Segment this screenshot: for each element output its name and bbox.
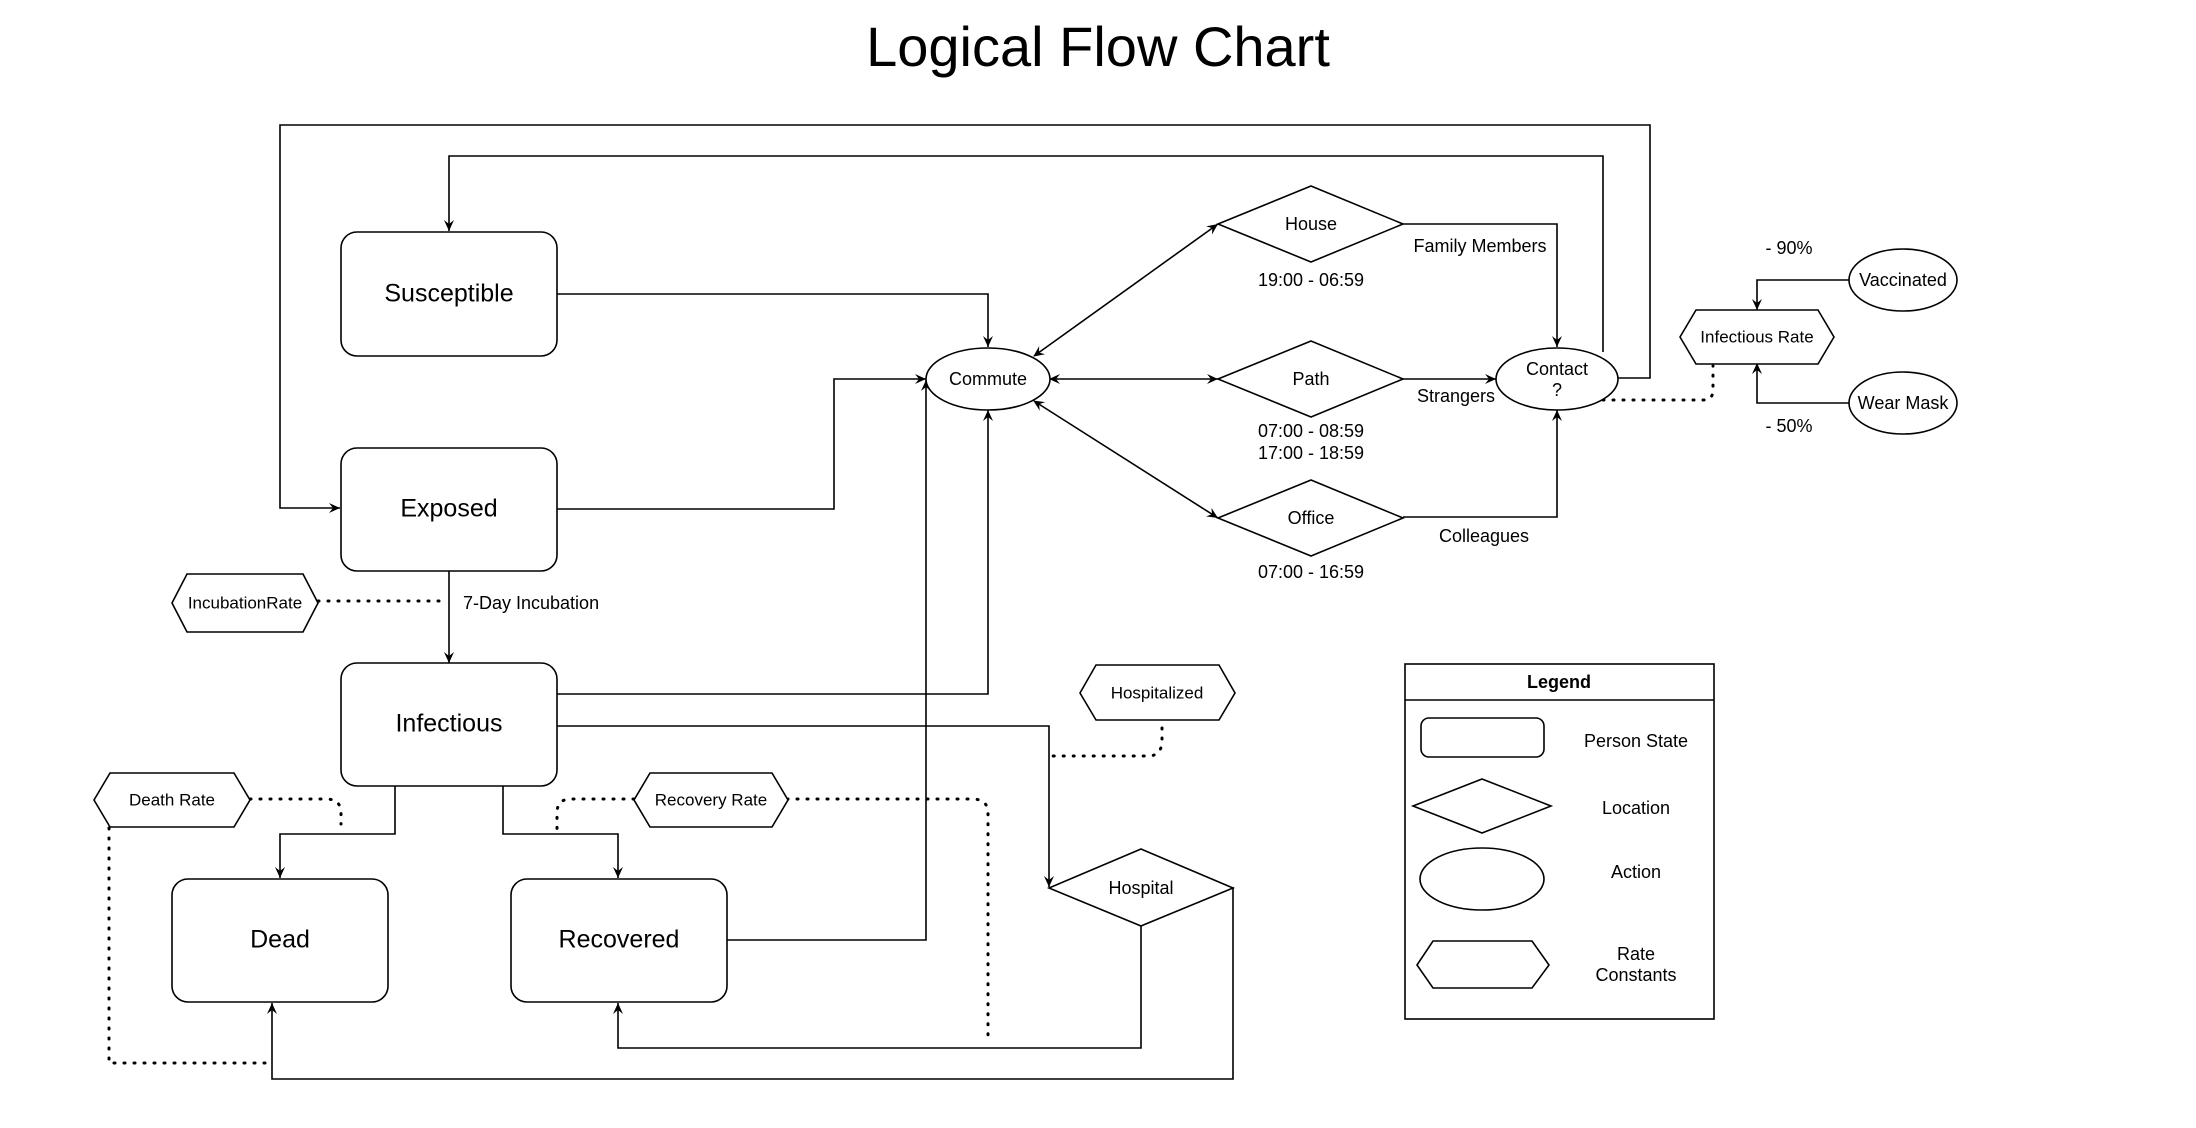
rate-infectious[interactable]: Infectious Rate xyxy=(1679,309,1835,365)
legend-person-state-label: Person State xyxy=(1584,731,1688,751)
rate-incubation[interactable]: IncubationRate xyxy=(171,573,319,633)
action-commute[interactable]: Commute xyxy=(925,347,1051,411)
rate-hospitalized[interactable]: Hospitalized xyxy=(1079,664,1236,721)
mask-effect-label: - 50% xyxy=(1765,416,1812,436)
action-contact-question: ? xyxy=(1552,380,1562,400)
state-susceptible[interactable]: Susceptible xyxy=(340,231,558,357)
path-time-label-2: 17:00 - 18:59 xyxy=(1258,443,1364,463)
action-wear-mask[interactable]: Wear Mask xyxy=(1848,371,1958,435)
dotted-recovery-rate-hospital xyxy=(785,797,990,1042)
state-recovered-label: Recovered xyxy=(559,926,680,954)
legend-rate-swatch xyxy=(1416,940,1550,989)
edge-commute-office xyxy=(1033,400,1219,519)
dotted-contact-rate xyxy=(1601,364,1715,402)
rate-recovery-label: Recovery Rate xyxy=(655,790,767,809)
location-path[interactable]: Path xyxy=(1215,340,1406,418)
state-infectious-label: Infectious xyxy=(395,710,502,738)
state-dead[interactable]: Dead xyxy=(171,878,389,1003)
edge-contact-to-exposed xyxy=(279,124,1651,513)
legend-action-swatch xyxy=(1419,847,1545,911)
rate-death[interactable]: Death Rate xyxy=(93,772,251,828)
edge-hospital-to-recovered xyxy=(613,926,1142,1049)
legend-person-state-swatch xyxy=(1420,717,1545,758)
incubation-period-label: 7-Day Incubation xyxy=(463,593,599,613)
dotted-death-rate-dead xyxy=(107,816,267,1065)
rate-incubation-label: IncubationRate xyxy=(188,593,302,612)
location-hospital[interactable]: Hospital xyxy=(1046,848,1236,927)
edge-exposed-to-commute xyxy=(557,374,926,510)
legend-location-label: Location xyxy=(1602,798,1670,818)
edge-contact-to-susceptible xyxy=(444,155,1604,352)
edge-infectious-to-recovered xyxy=(502,786,623,878)
dotted-recovery-rate xyxy=(555,797,636,836)
office-time-label: 07:00 - 16:59 xyxy=(1258,562,1364,582)
legend-rate-label-2: Constants xyxy=(1595,965,1676,985)
state-exposed[interactable]: Exposed xyxy=(340,447,558,572)
edge-infectious-to-hospital xyxy=(557,725,1054,887)
legend-location-swatch xyxy=(1410,778,1554,834)
action-commute-label: Commute xyxy=(949,369,1027,389)
edge-house-to-contact xyxy=(1403,223,1562,347)
edge-commute-house xyxy=(1033,223,1219,357)
location-path-label: Path xyxy=(1292,369,1329,389)
state-exposed-label: Exposed xyxy=(400,495,497,523)
vaccine-effect-label: - 90% xyxy=(1765,238,1812,258)
edge-office-to-contact xyxy=(1403,410,1562,518)
dotted-death-rate xyxy=(248,797,343,826)
action-vaccinated[interactable]: Vaccinated xyxy=(1848,248,1958,312)
edge-vaccinated-to-rate xyxy=(1752,279,1849,310)
rate-hospitalized-label: Hospitalized xyxy=(1111,683,1204,702)
action-contact-label: Contact xyxy=(1526,359,1588,379)
location-house[interactable]: House xyxy=(1215,185,1406,263)
action-wear-mask-label: Wear Mask xyxy=(1858,393,1950,413)
state-infectious[interactable]: Infectious xyxy=(340,662,558,787)
annotations: 19:00 - 06:59 07:00 - 08:59 17:00 - 18:5… xyxy=(463,236,1813,613)
state-recovered[interactable]: Recovered xyxy=(510,878,728,1003)
house-time-label: 19:00 - 06:59 xyxy=(1258,270,1364,290)
edge-infectious-to-commute xyxy=(557,410,993,695)
family-members-label: Family Members xyxy=(1413,236,1546,256)
edges xyxy=(107,124,1849,1080)
location-hospital-label: Hospital xyxy=(1108,878,1173,898)
edge-susceptible-to-commute xyxy=(557,293,993,347)
strangers-label: Strangers xyxy=(1417,386,1495,406)
state-dead-label: Dead xyxy=(250,926,310,954)
location-office[interactable]: Office xyxy=(1215,479,1406,557)
action-contact[interactable]: Contact ? xyxy=(1495,347,1619,411)
edge-hospital-to-dead xyxy=(267,887,1234,1080)
path-time-label-1: 07:00 - 08:59 xyxy=(1258,421,1364,441)
dotted-hospitalized xyxy=(1047,716,1164,758)
legend: Legend Person State Location Action Rate… xyxy=(1404,663,1715,1020)
location-house-label: House xyxy=(1285,214,1337,234)
legend-action-label: Action xyxy=(1611,862,1661,882)
rate-infectious-label: Infectious Rate xyxy=(1700,327,1813,346)
edge-mask-to-rate xyxy=(1752,363,1849,404)
edge-recovered-to-commute xyxy=(726,380,931,941)
legend-title: Legend xyxy=(1527,672,1591,692)
edge-infectious-to-dead xyxy=(275,786,396,878)
action-vaccinated-label: Vaccinated xyxy=(1859,270,1947,290)
rate-recovery[interactable]: Recovery Rate xyxy=(633,772,789,828)
diagram-title: Logical Flow Chart xyxy=(866,15,1330,78)
state-susceptible-label: Susceptible xyxy=(384,280,513,308)
colleagues-label: Colleagues xyxy=(1439,526,1529,546)
rate-death-label: Death Rate xyxy=(129,790,215,809)
legend-rate-label-1: Rate xyxy=(1617,944,1655,964)
location-office-label: Office xyxy=(1288,508,1335,528)
